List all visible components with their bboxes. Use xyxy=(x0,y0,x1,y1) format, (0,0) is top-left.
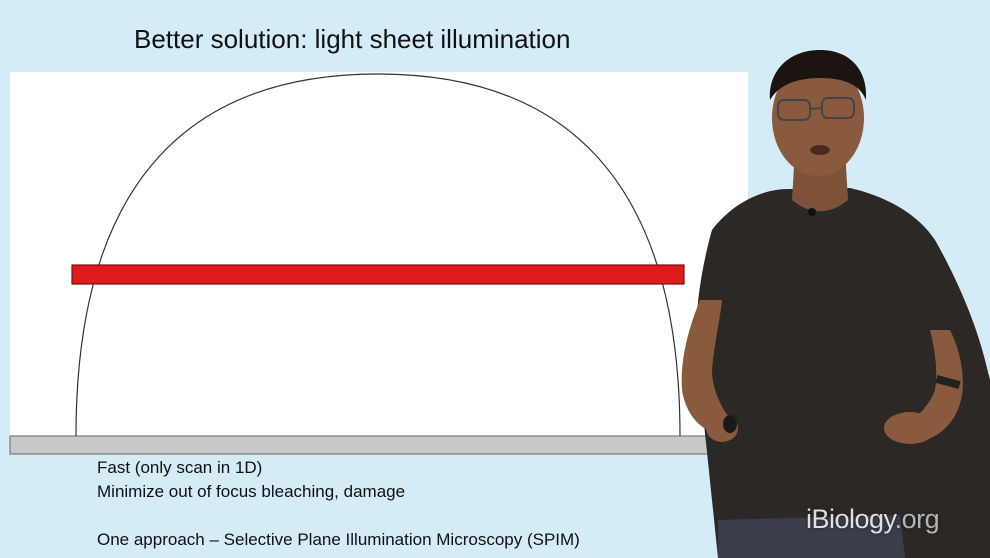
bullet-fast: Fast (only scan in 1D) xyxy=(97,458,263,477)
watermark-brand: iBiology xyxy=(806,504,895,534)
slide-title: Better solution: light sheet illuminatio… xyxy=(134,24,571,54)
bullet-list: Fast (only scan in 1D) Minimize out of f… xyxy=(97,456,580,552)
sample-dome xyxy=(75,73,681,437)
bullet-minimize: Minimize out of focus bleaching, damage xyxy=(97,482,406,501)
coverslip xyxy=(9,435,751,455)
watermark-suffix: .org xyxy=(894,504,940,534)
ibiology-watermark: iBiology.org xyxy=(806,504,940,535)
bullet-spim: One approach – Selective Plane Illuminat… xyxy=(97,530,580,549)
light-sheet-bar xyxy=(71,264,685,285)
